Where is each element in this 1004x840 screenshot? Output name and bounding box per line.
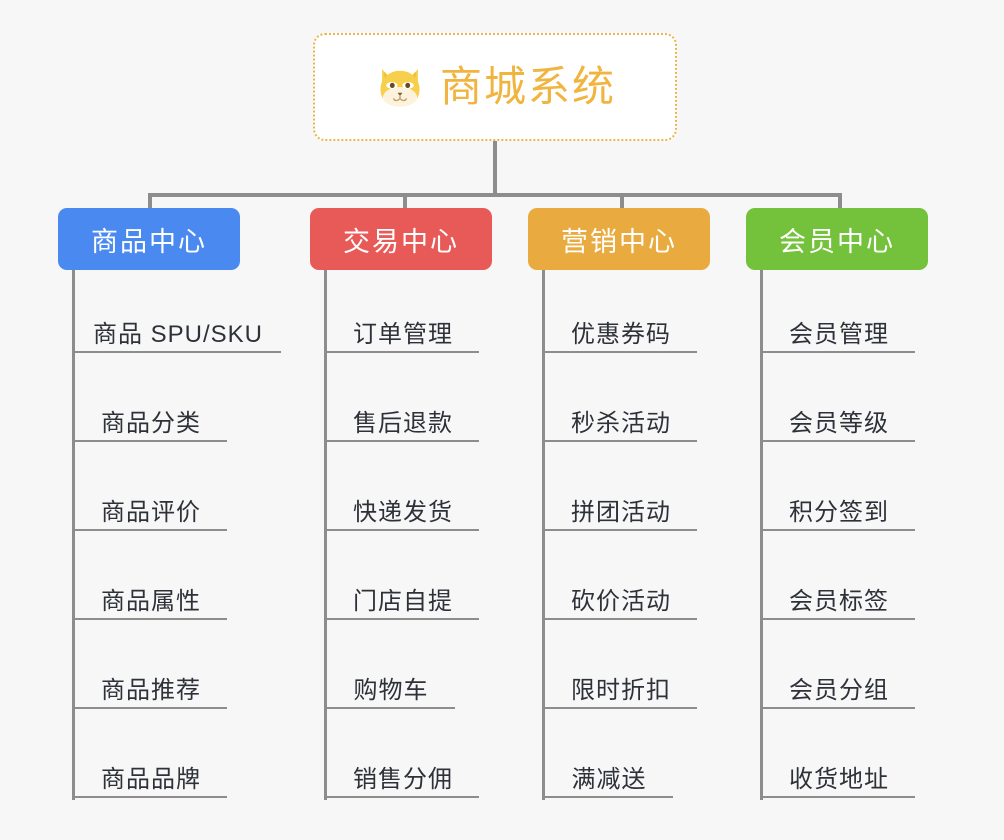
leaf-node[interactable]: 商品推荐	[75, 665, 227, 709]
leaf-label: 订单管理	[353, 320, 453, 348]
leaf-label: 会员等级	[789, 409, 889, 437]
leaf-label: 会员管理	[789, 320, 889, 348]
leaf-node[interactable]: 售后退款	[327, 398, 479, 442]
connector-bus	[148, 193, 842, 197]
trunk-line-member-center	[760, 270, 763, 800]
category-header-product-center[interactable]: 商品中心	[58, 208, 240, 270]
category-label: 商品中心	[91, 226, 207, 257]
leaf-node[interactable]: 砍价活动	[545, 576, 697, 620]
leaf-label: 商品推荐	[101, 676, 201, 704]
shiba-dog-face-icon	[380, 69, 420, 107]
leaf-node[interactable]: 商品分类	[75, 398, 227, 442]
leaf-label: 拼团活动	[571, 498, 671, 526]
leaf-node[interactable]: 会员等级	[763, 398, 915, 442]
leaf-node[interactable]: 订单管理	[327, 309, 479, 353]
root-node[interactable]: 商城系统	[313, 33, 677, 141]
leaf-label: 砍价活动	[571, 587, 671, 615]
leaf-label: 秒杀活动	[571, 409, 671, 437]
leaf-node[interactable]: 会员管理	[763, 309, 915, 353]
leaf-node[interactable]: 收货地址	[763, 754, 915, 798]
leaf-label: 快递发货	[353, 498, 453, 526]
leaf-label: 购物车	[353, 676, 429, 704]
leaf-label: 商品品牌	[101, 765, 201, 793]
leaf-node[interactable]: 会员分组	[763, 665, 915, 709]
connector-drop-4	[838, 193, 842, 210]
trunk-line-marketing-center	[542, 270, 545, 800]
leaf-node[interactable]: 快递发货	[327, 487, 479, 531]
leaf-label: 商品评价	[101, 498, 201, 526]
category-header-marketing-center[interactable]: 营销中心	[528, 208, 710, 270]
category-header-trade-center[interactable]: 交易中心	[310, 208, 492, 270]
leaf-label: 会员分组	[789, 676, 889, 704]
connector-drop-3	[620, 193, 624, 210]
trunk-line-product-center	[72, 270, 75, 800]
leaf-node[interactable]: 满减送	[545, 754, 673, 798]
connector-drop-2	[403, 193, 407, 210]
category-header-member-center[interactable]: 会员中心	[746, 208, 928, 270]
leaf-label: 商品分类	[101, 409, 201, 437]
leaf-node[interactable]: 秒杀活动	[545, 398, 697, 442]
leaf-label: 满减送	[571, 765, 647, 793]
leaf-label: 销售分佣	[353, 765, 453, 793]
leaf-node[interactable]: 销售分佣	[327, 754, 479, 798]
leaf-label: 商品属性	[101, 587, 201, 615]
category-label: 营销中心	[561, 226, 677, 257]
leaf-node[interactable]: 会员标签	[763, 576, 915, 620]
leaf-node[interactable]: 限时折扣	[545, 665, 697, 709]
leaf-node[interactable]: 商品评价	[75, 487, 227, 531]
leaf-label: 会员标签	[789, 587, 889, 615]
connector-root-stem	[493, 141, 497, 196]
trunk-line-trade-center	[324, 270, 327, 800]
leaf-label: 限时折扣	[571, 676, 671, 704]
leaf-node[interactable]: 商品品牌	[75, 754, 227, 798]
category-label: 交易中心	[343, 226, 459, 257]
root-title: 商城系统	[439, 63, 616, 110]
leaf-label: 商品 SPU/SKU	[92, 320, 264, 348]
leaf-node[interactable]: 购物车	[327, 665, 455, 709]
leaf-label: 积分签到	[789, 498, 889, 526]
leaf-node[interactable]: 拼团活动	[545, 487, 697, 531]
leaf-node[interactable]: 门店自提	[327, 576, 479, 620]
leaf-node[interactable]: 商品 SPU/SKU	[75, 309, 281, 353]
leaf-node[interactable]: 优惠券码	[545, 309, 697, 353]
leaf-label: 收货地址	[789, 765, 889, 793]
connector-drop-1	[148, 193, 152, 210]
leaf-label: 门店自提	[353, 587, 453, 615]
leaf-label: 优惠券码	[571, 320, 671, 348]
leaf-label: 售后退款	[353, 409, 453, 437]
leaf-node[interactable]: 积分签到	[763, 487, 915, 531]
category-label: 会员中心	[779, 226, 895, 257]
leaf-node[interactable]: 商品属性	[75, 576, 227, 620]
